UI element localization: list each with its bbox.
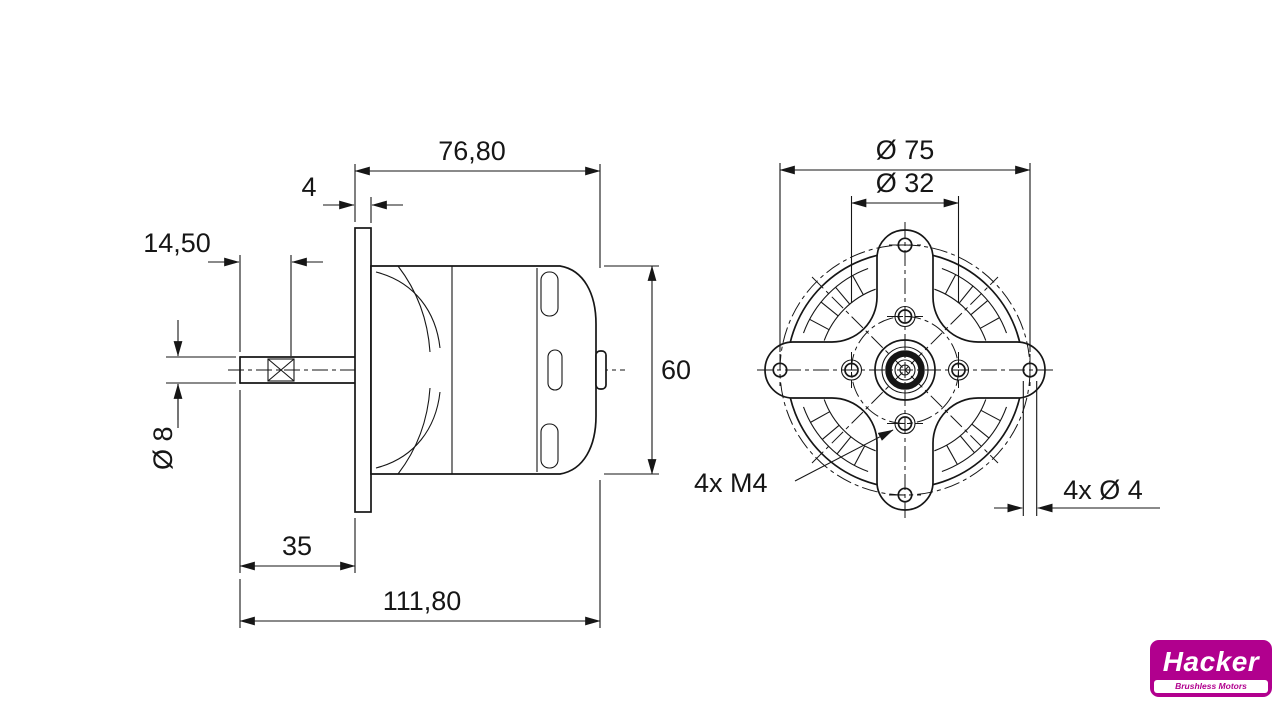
mount-flange (354, 227, 372, 513)
front-housing-webs (375, 265, 441, 475)
motor-shaft (239, 356, 356, 384)
logo-tagline: Brushless Motors (1154, 680, 1268, 693)
dim-body-length: 76,80 (354, 136, 601, 268)
dim-shaft-diameter-label: Ø 8 (148, 426, 178, 470)
dim-body-diameter: 60 (604, 265, 691, 475)
dim-bolt-circle: Ø 32 (850, 168, 960, 303)
front-centerlines (757, 222, 1053, 518)
dim-flange-thickness: 4 (301, 172, 403, 223)
shaft-flat-symbol (267, 358, 295, 382)
dim-shaft-diameter: Ø 8 (148, 320, 236, 470)
thread-holes-callout: 4x M4 (694, 429, 894, 498)
mount-hole-pitch-circle (779, 244, 1031, 496)
through-holes-callout: 4x Ø 4 (994, 381, 1160, 516)
vent-slots (540, 271, 563, 469)
dim-shaft-flat: 14,50 (143, 228, 323, 356)
logo-brand: Hacker (1162, 645, 1260, 677)
bolt-pitch-circle (851, 316, 959, 424)
side-view: 76,80 4 14,50 Ø 8 (143, 136, 691, 628)
dim-shaft-length-label: 35 (282, 531, 312, 561)
dim-shaft-flat-label: 14,50 (143, 228, 211, 258)
dim-body-diameter-label: 60 (661, 355, 691, 385)
front-view: Ø 75 Ø 32 4x M4 4x Ø 4 (694, 135, 1160, 518)
dim-mount-circle: Ø 75 (779, 135, 1031, 352)
dim-body-length-label: 76,80 (438, 136, 506, 166)
dim-shaft-length: 35 (239, 390, 356, 573)
dim-overall-length: 111,80 (239, 480, 601, 628)
through-holes-label: 4x Ø 4 (1063, 475, 1143, 505)
thread-holes-label: 4x M4 (694, 468, 768, 498)
motor-body (370, 265, 607, 475)
dim-bolt-circle-label: Ø 32 (876, 168, 935, 198)
hacker-logo: Hacker Brushless Motors (1150, 640, 1272, 697)
dim-mount-circle-label: Ø 75 (876, 135, 935, 165)
dim-flange-thickness-label: 4 (301, 172, 316, 202)
rear-shaft-stub (595, 350, 607, 390)
dim-overall-length-label: 111,80 (383, 586, 462, 616)
